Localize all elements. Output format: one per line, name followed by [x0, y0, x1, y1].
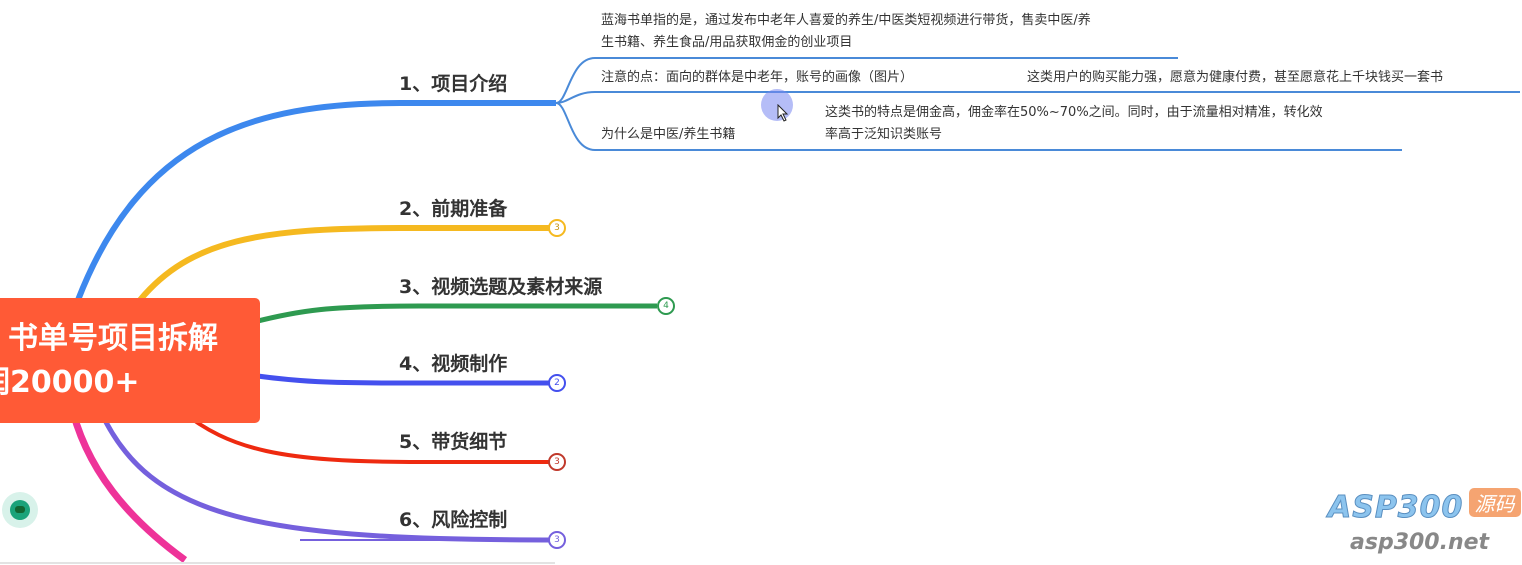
watermark-tag: 源码: [1468, 488, 1521, 517]
why-detail-line2: 率高于泛知识类账号: [825, 127, 943, 142]
expand-count-video[interactable]: 2: [548, 374, 566, 392]
expand-count-risk[interactable]: 3: [548, 531, 566, 549]
watermark-url: asp300.net: [1350, 530, 1490, 555]
why-node[interactable]: 为什么是中医/养生书籍: [601, 127, 736, 142]
assistant-bot-icon[interactable]: [2, 492, 38, 528]
definition-line1: 蓝海书单指的是，通过发布中老年人喜爱的养生/中医类短视频进行带货，售卖中医/养: [601, 13, 1091, 28]
branch-risk-control[interactable]: 6、风险控制: [399, 509, 508, 531]
root-node[interactable]: 书单号项目拆解 润20000+: [0, 298, 260, 423]
branch-line-6: [97, 408, 558, 543]
why-detail-line1: 这类书的特点是佣金高，佣金率在50%~70%之间。同时，由于流量相对精准，转化效: [825, 105, 1323, 120]
watermark-brand: ASP300: [1327, 490, 1464, 526]
branch-line-5: [178, 408, 549, 464]
watermark-logo: ASP300 源码 asp300.net: [1327, 488, 1521, 555]
why-detail-node[interactable]: 这类书的特点是佣金高，佣金率在50%~70%之间。同时，由于流量相对精准，转化效…: [825, 102, 1323, 146]
root-title-line1: 书单号项目拆解: [8, 321, 218, 356]
definition-line2: 生书籍、养生食品/用品获取佣金的创业项目: [601, 35, 853, 50]
definition-node[interactable]: 蓝海书单指的是，通过发布中老年人喜爱的养生/中医类短视频进行带货，售卖中医/养 …: [601, 10, 1091, 54]
branch-project-intro[interactable]: 1、项目介绍: [399, 73, 508, 95]
branch-line-pink: [66, 399, 188, 563]
expand-count-sales[interactable]: 3: [548, 453, 566, 471]
expand-count-topics[interactable]: 4: [657, 297, 675, 315]
branch-video-production[interactable]: 4、视频制作: [399, 353, 508, 375]
branch-line-3: [249, 303, 657, 326]
branch-line-4: [249, 372, 549, 386]
attention-detail-node[interactable]: 这类用户的购买能力强，愿意为健康付费，甚至愿意花上千块钱买一套书: [1027, 70, 1444, 85]
branch-topics-materials[interactable]: 3、视频选题及素材来源: [399, 276, 603, 298]
branch-line-2: [137, 225, 549, 302]
sub-branch-lines: [555, 57, 1520, 151]
branch-line-1: [75, 100, 556, 302]
branch-sales-details[interactable]: 5、带货细节: [399, 431, 508, 453]
expand-count-preparation[interactable]: 3: [548, 219, 566, 237]
root-title-line2: 润20000+: [0, 365, 140, 400]
branch-preparation[interactable]: 2、前期准备: [399, 198, 508, 220]
mouse-cursor-icon: [777, 104, 789, 122]
attention-node[interactable]: 注意的点：面向的群体是中老年，账号的画像（图片）: [601, 70, 914, 85]
cursor-highlight: [761, 89, 793, 121]
